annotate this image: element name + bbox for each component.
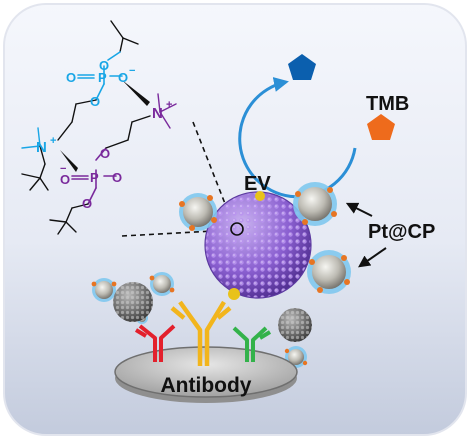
charge-plus-left: + — [50, 135, 56, 147]
antibody-label: Antibody — [161, 374, 252, 397]
antibody-substrate: Antibody — [114, 300, 298, 403]
ev-label: EV — [244, 173, 271, 195]
blue-pentagon-icon — [288, 54, 316, 80]
zoom-circle — [230, 222, 244, 236]
pt-cp-particle — [293, 182, 337, 226]
atom-o-purple-3: O — [112, 170, 122, 185]
chemical-structure: O O P O − O N + N + O − O P O O — [21, 20, 177, 235]
atom-o-purple-2: O — [60, 172, 70, 187]
atom-o-cyan-4: O — [90, 94, 100, 109]
pointer-arrow-icon — [358, 247, 387, 268]
pt-cp-particle — [307, 250, 351, 294]
charge-minus-cyan: − — [129, 65, 135, 77]
atom-p-cyan: P — [98, 70, 107, 85]
pt-cp-label: Pt@CP — [368, 221, 435, 243]
pt-cp-particle — [91, 278, 117, 302]
tmb-label: TMB — [366, 93, 409, 115]
atom-o-purple-4: O — [82, 196, 92, 211]
dark-nanoparticles — [113, 282, 312, 342]
antibody-green — [232, 326, 272, 362]
pt-cp-callout: Pt@CP — [345, 202, 435, 268]
charge-minus-purple: − — [60, 163, 66, 175]
atom-o-purple-1: O — [100, 146, 110, 161]
atom-o-cyan-2: O — [66, 70, 76, 85]
tmb-cycle: TMB — [238, 54, 409, 199]
pt-cp-particles — [91, 182, 351, 368]
antibody-yellow — [170, 300, 232, 366]
atom-p-purple: P — [90, 170, 99, 185]
cycle-arrow-icon — [238, 77, 357, 199]
charge-plus-right: + — [166, 99, 172, 111]
antibody-red — [134, 324, 176, 362]
atom-n-left: N — [36, 139, 47, 156]
pointer-arrow-icon — [345, 202, 373, 217]
pt-cp-particle — [179, 193, 217, 231]
pt-cp-particle — [149, 272, 175, 296]
atom-o-cyan-1: O — [99, 58, 109, 73]
extracellular-vesicle: EV — [204, 173, 312, 300]
orange-pentagon-icon — [367, 114, 395, 140]
atom-n-right: N — [152, 105, 163, 122]
atom-o-cyan-3: O — [118, 70, 128, 85]
